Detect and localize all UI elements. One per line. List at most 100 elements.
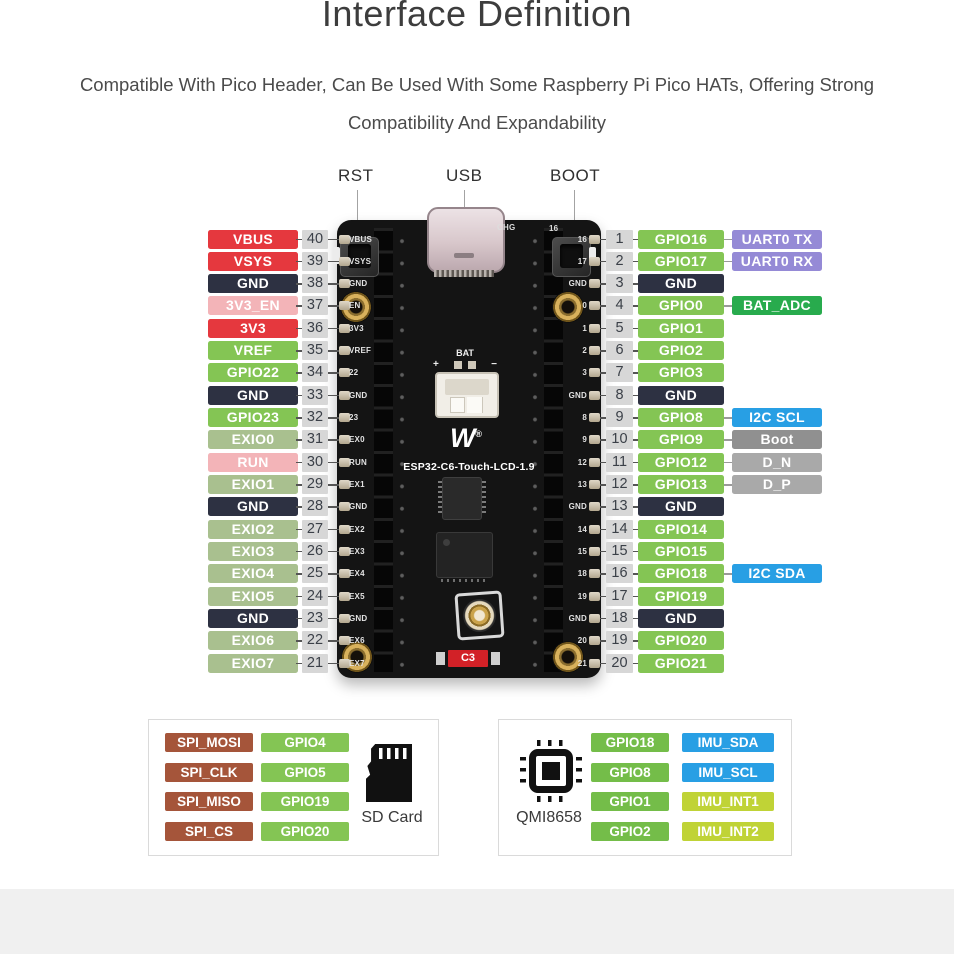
leader-line bbox=[633, 506, 638, 508]
pin-number-35: 35 bbox=[302, 341, 328, 361]
pin-label-RUN: RUN bbox=[208, 452, 298, 472]
leader-line bbox=[633, 260, 638, 263]
pin-label-3V3_EN: 3V3_EN bbox=[208, 296, 298, 316]
pin-label-GND: GND bbox=[638, 497, 724, 517]
imu-chip-caption: QMI8658 bbox=[516, 809, 582, 826]
imu-gpio-GPIO2: GPIO2 bbox=[591, 821, 669, 841]
registered-mark: ® bbox=[475, 429, 483, 439]
pin-label-GND: GND bbox=[208, 274, 298, 294]
leader-line bbox=[633, 528, 638, 531]
pin-number-28: 28 bbox=[302, 497, 328, 517]
pin-number-12: 12 bbox=[606, 475, 633, 495]
leader-line bbox=[633, 573, 638, 575]
pin-label-GPIO16: GPIO16 bbox=[638, 229, 724, 249]
leader-line bbox=[633, 372, 638, 374]
component-pad bbox=[436, 652, 445, 665]
ic-chip-large bbox=[436, 532, 493, 582]
pin-label-GPIO13: GPIO13 bbox=[638, 475, 724, 495]
pin-number-23: 23 bbox=[302, 608, 328, 628]
pin-label-GPIO17: GPIO17 bbox=[638, 251, 724, 271]
pin-number-38: 38 bbox=[302, 274, 328, 294]
leader-line bbox=[633, 305, 638, 307]
leader-line bbox=[633, 640, 638, 642]
sd-card-icon bbox=[366, 744, 412, 802]
leader-line bbox=[633, 439, 638, 441]
chip-pins-top bbox=[537, 740, 565, 746]
pin-label-GPIO0: GPIO0 bbox=[638, 296, 724, 316]
pin-label-EXIO4: EXIO4 bbox=[208, 564, 298, 584]
battery-plus: + bbox=[433, 359, 439, 370]
pin-number-15: 15 bbox=[606, 541, 633, 561]
imu-signal-IMU_INT1: IMU_INT1 bbox=[682, 792, 774, 811]
pin-number-36: 36 bbox=[302, 318, 328, 338]
pin-label-VSYS: VSYS bbox=[208, 251, 298, 271]
pin-number-18: 18 bbox=[606, 608, 633, 628]
leader-line bbox=[296, 394, 302, 397]
pin-label-VREF: VREF bbox=[208, 341, 298, 361]
pin-number-20: 20 bbox=[606, 653, 633, 673]
pin-number-16: 16 bbox=[606, 564, 633, 584]
usb-callout-label: USB bbox=[446, 166, 483, 185]
leader-line bbox=[296, 528, 302, 531]
boot-leader-line bbox=[574, 190, 575, 234]
leader-line bbox=[296, 617, 302, 620]
pin-alt-label-UART0 TX: UART0 TX bbox=[732, 229, 822, 249]
pin-label-GPIO12: GPIO12 bbox=[638, 452, 724, 472]
leader-line bbox=[296, 238, 302, 240]
pin-number-21: 21 bbox=[302, 653, 328, 673]
battery-pads bbox=[454, 361, 476, 369]
pin-label-GPIO8: GPIO8 bbox=[638, 408, 724, 428]
pin-label-GPIO20: GPIO20 bbox=[638, 631, 724, 651]
pin-label-EXIO1: EXIO1 bbox=[208, 475, 298, 495]
sd-card-contacts bbox=[379, 748, 407, 759]
leader-line bbox=[296, 573, 302, 575]
battery-minus: − bbox=[491, 359, 497, 370]
pin-label-GND: GND bbox=[638, 608, 724, 628]
pin-header-strip-right bbox=[544, 228, 563, 672]
pin-label-EXIO7: EXIO7 bbox=[208, 653, 298, 673]
subtitle-line-2: Compatibility And Expandability bbox=[347, 112, 607, 133]
leader-line bbox=[633, 283, 638, 285]
pin-label-GPIO19: GPIO19 bbox=[638, 586, 724, 606]
pin-label-GPIO15: GPIO15 bbox=[638, 541, 724, 561]
c3-component: C3 bbox=[448, 650, 488, 667]
leader-line bbox=[296, 327, 302, 330]
pin-alt-label-I2C SDA: I2C SDA bbox=[732, 564, 822, 584]
pin-number-1: 1 bbox=[606, 229, 633, 249]
pin-number-17: 17 bbox=[606, 586, 633, 606]
imu-signal-IMU_SCL: IMU_SCL bbox=[682, 762, 774, 782]
pin-label-EXIO2: EXIO2 bbox=[208, 519, 298, 539]
chip-body bbox=[529, 749, 573, 793]
sd-gpio-GPIO20: GPIO20 bbox=[261, 821, 349, 841]
leader-line bbox=[724, 238, 732, 240]
pin-number-5: 5 bbox=[606, 318, 633, 338]
pin-number-7: 7 bbox=[606, 363, 633, 383]
pin-label-EXIO5: EXIO5 bbox=[208, 586, 298, 606]
pin-number-13: 13 bbox=[606, 497, 633, 517]
pin-header-strip-left bbox=[374, 228, 393, 672]
pin-number-2: 2 bbox=[606, 251, 633, 271]
legend-band: PowerGroundGPIOADCEXIOSPIUSBSystem Contr… bbox=[0, 889, 954, 954]
rst-button-actuator bbox=[333, 247, 340, 264]
leader-line bbox=[633, 350, 638, 352]
leader-line bbox=[633, 394, 638, 397]
sd-gpio-GPIO4: GPIO4 bbox=[261, 733, 349, 752]
pin-label-3V3: 3V3 bbox=[208, 318, 298, 338]
pin-number-9: 9 bbox=[606, 408, 633, 428]
leader-line bbox=[633, 238, 638, 240]
pin-alt-label-I2C SCL: I2C SCL bbox=[732, 408, 822, 428]
page-title: Interface Definition bbox=[321, 0, 633, 34]
leader-line bbox=[633, 550, 638, 553]
leader-line bbox=[633, 484, 638, 486]
silkscreen-chg: CHG bbox=[497, 223, 516, 232]
waveshare-logo: W® bbox=[437, 418, 495, 453]
imu-gpio-GPIO1: GPIO1 bbox=[591, 792, 669, 811]
waveshare-logo-mark: W bbox=[449, 423, 476, 453]
boot-callout-label: BOOT bbox=[550, 166, 601, 185]
pin-number-10: 10 bbox=[606, 430, 633, 450]
leader-line bbox=[633, 617, 638, 620]
leader-line bbox=[724, 439, 732, 441]
ic-chip-small bbox=[438, 477, 486, 520]
